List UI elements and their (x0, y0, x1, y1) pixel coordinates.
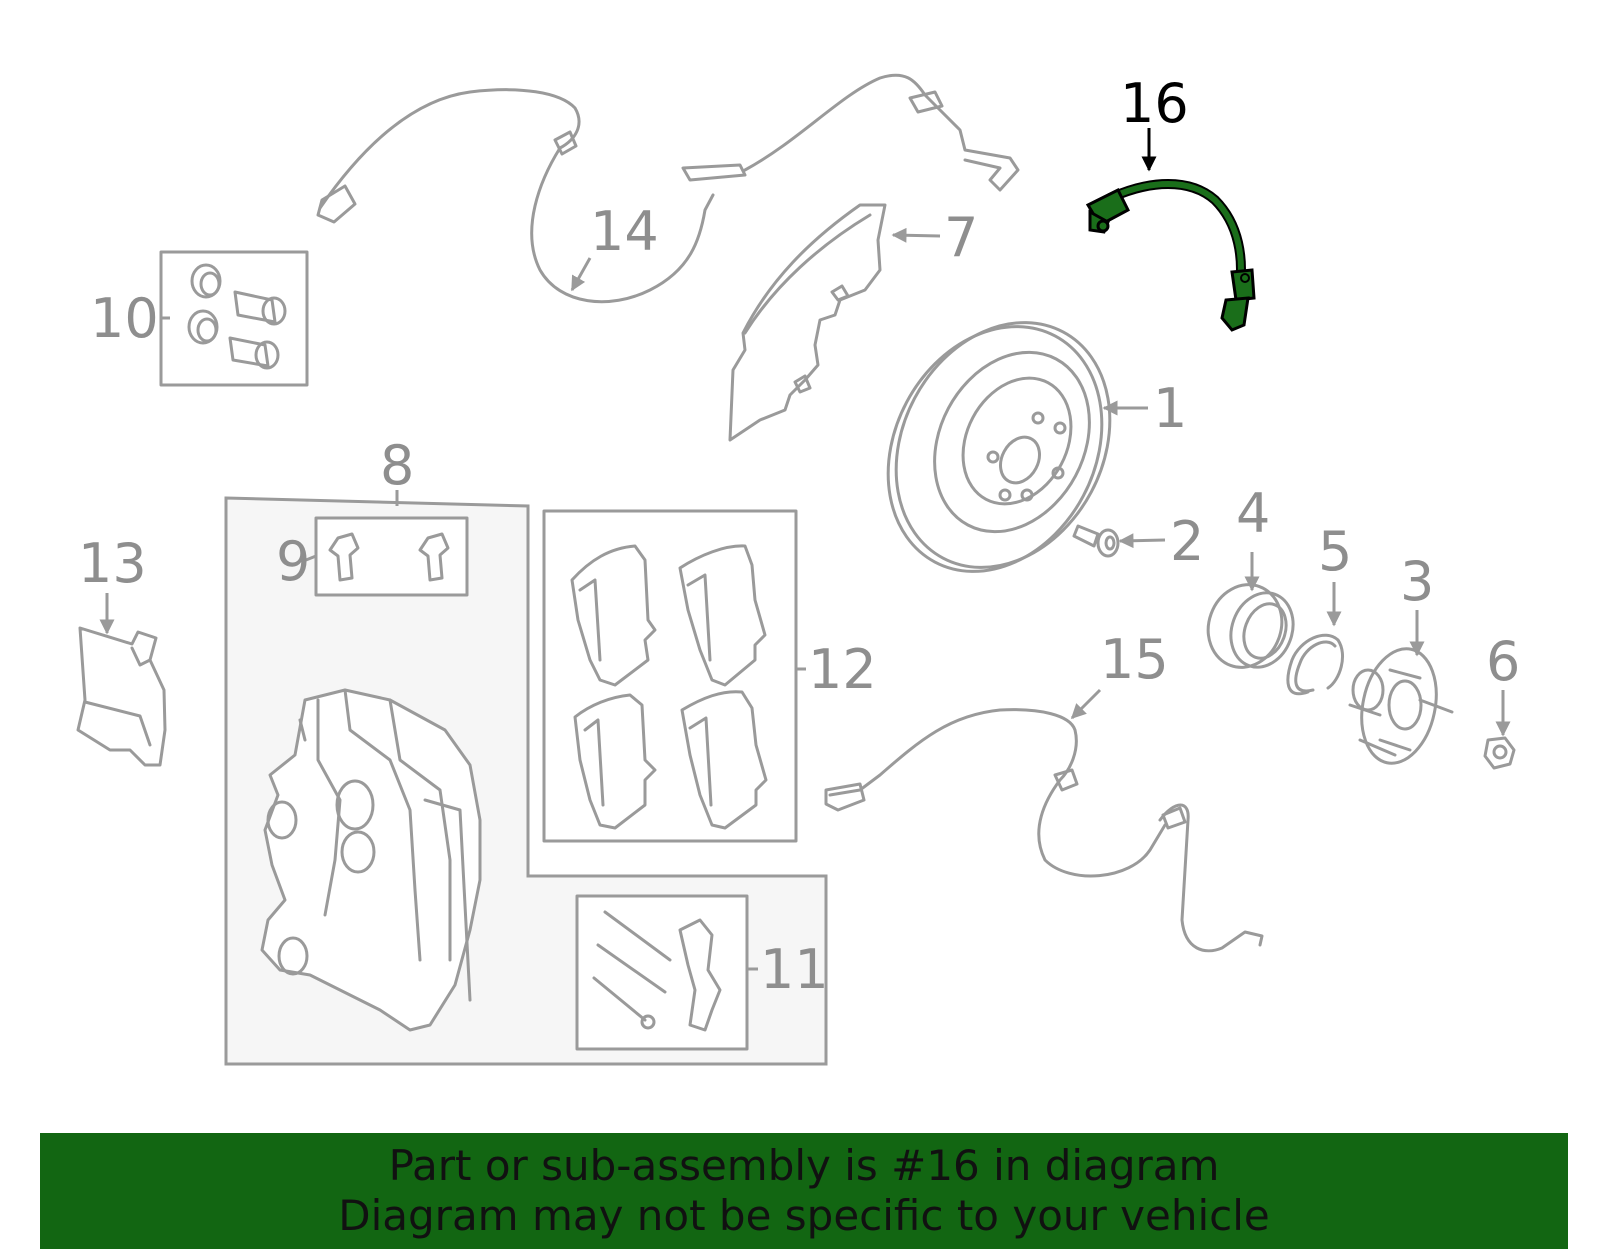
callout-6: 6 (1486, 630, 1520, 693)
callout-1: 1 (1153, 377, 1187, 440)
part-12-brake-pads[interactable] (542, 509, 798, 843)
callout-14: 14 (590, 200, 659, 263)
part-2-rotor-screw[interactable] (1072, 524, 1120, 558)
callout-labels: 1 2 3 4 5 6 7 8 9 10 11 12 13 14 15 16 (78, 72, 1520, 1001)
part-11-hardware-kit[interactable] (575, 894, 749, 1051)
info-banner: Part or sub-assembly is #16 in diagram D… (40, 1133, 1568, 1249)
callout-10: 10 (90, 287, 159, 350)
leader-lines (99, 128, 1511, 971)
part-13-anti-rattle-clip[interactable] (76, 626, 167, 767)
part-16-brake-hose[interactable] (1085, 179, 1256, 332)
part-10-caliper-pin-kit[interactable] (159, 250, 309, 387)
callout-9: 9 (276, 530, 310, 593)
callout-15: 15 (1100, 628, 1169, 691)
callout-8: 8 (380, 434, 414, 497)
part-15-wheel-speed-sensor-lower[interactable] (824, 708, 1264, 953)
callout-5: 5 (1318, 520, 1352, 583)
callout-12: 12 (808, 638, 877, 701)
part-14-wheel-speed-sensor-upper[interactable] (316, 73, 1020, 304)
callout-11: 11 (760, 938, 829, 1001)
part-7-splash-shield[interactable] (728, 203, 887, 442)
callout-7: 7 (944, 206, 978, 269)
part-1-brake-rotor[interactable] (847, 285, 1152, 609)
part-5-snap-ring[interactable] (1286, 633, 1344, 696)
callout-13: 13 (78, 532, 147, 595)
part-3-wheel-hub[interactable] (1348, 642, 1454, 770)
part-4-wheel-bearing[interactable] (1197, 574, 1303, 678)
callout-3: 3 (1400, 550, 1434, 613)
callout-16: 16 (1120, 72, 1189, 135)
part-9-bleeder-screws[interactable] (314, 516, 469, 597)
part-6-hub-nut[interactable] (1483, 736, 1516, 770)
caliper-drawing (260, 688, 482, 1032)
banner-line-2: Diagram may not be specific to your vehi… (338, 1191, 1270, 1240)
callout-2: 2 (1170, 510, 1204, 573)
banner-line-1: Part or sub-assembly is #16 in diagram (388, 1141, 1220, 1190)
callout-4: 4 (1236, 482, 1270, 545)
